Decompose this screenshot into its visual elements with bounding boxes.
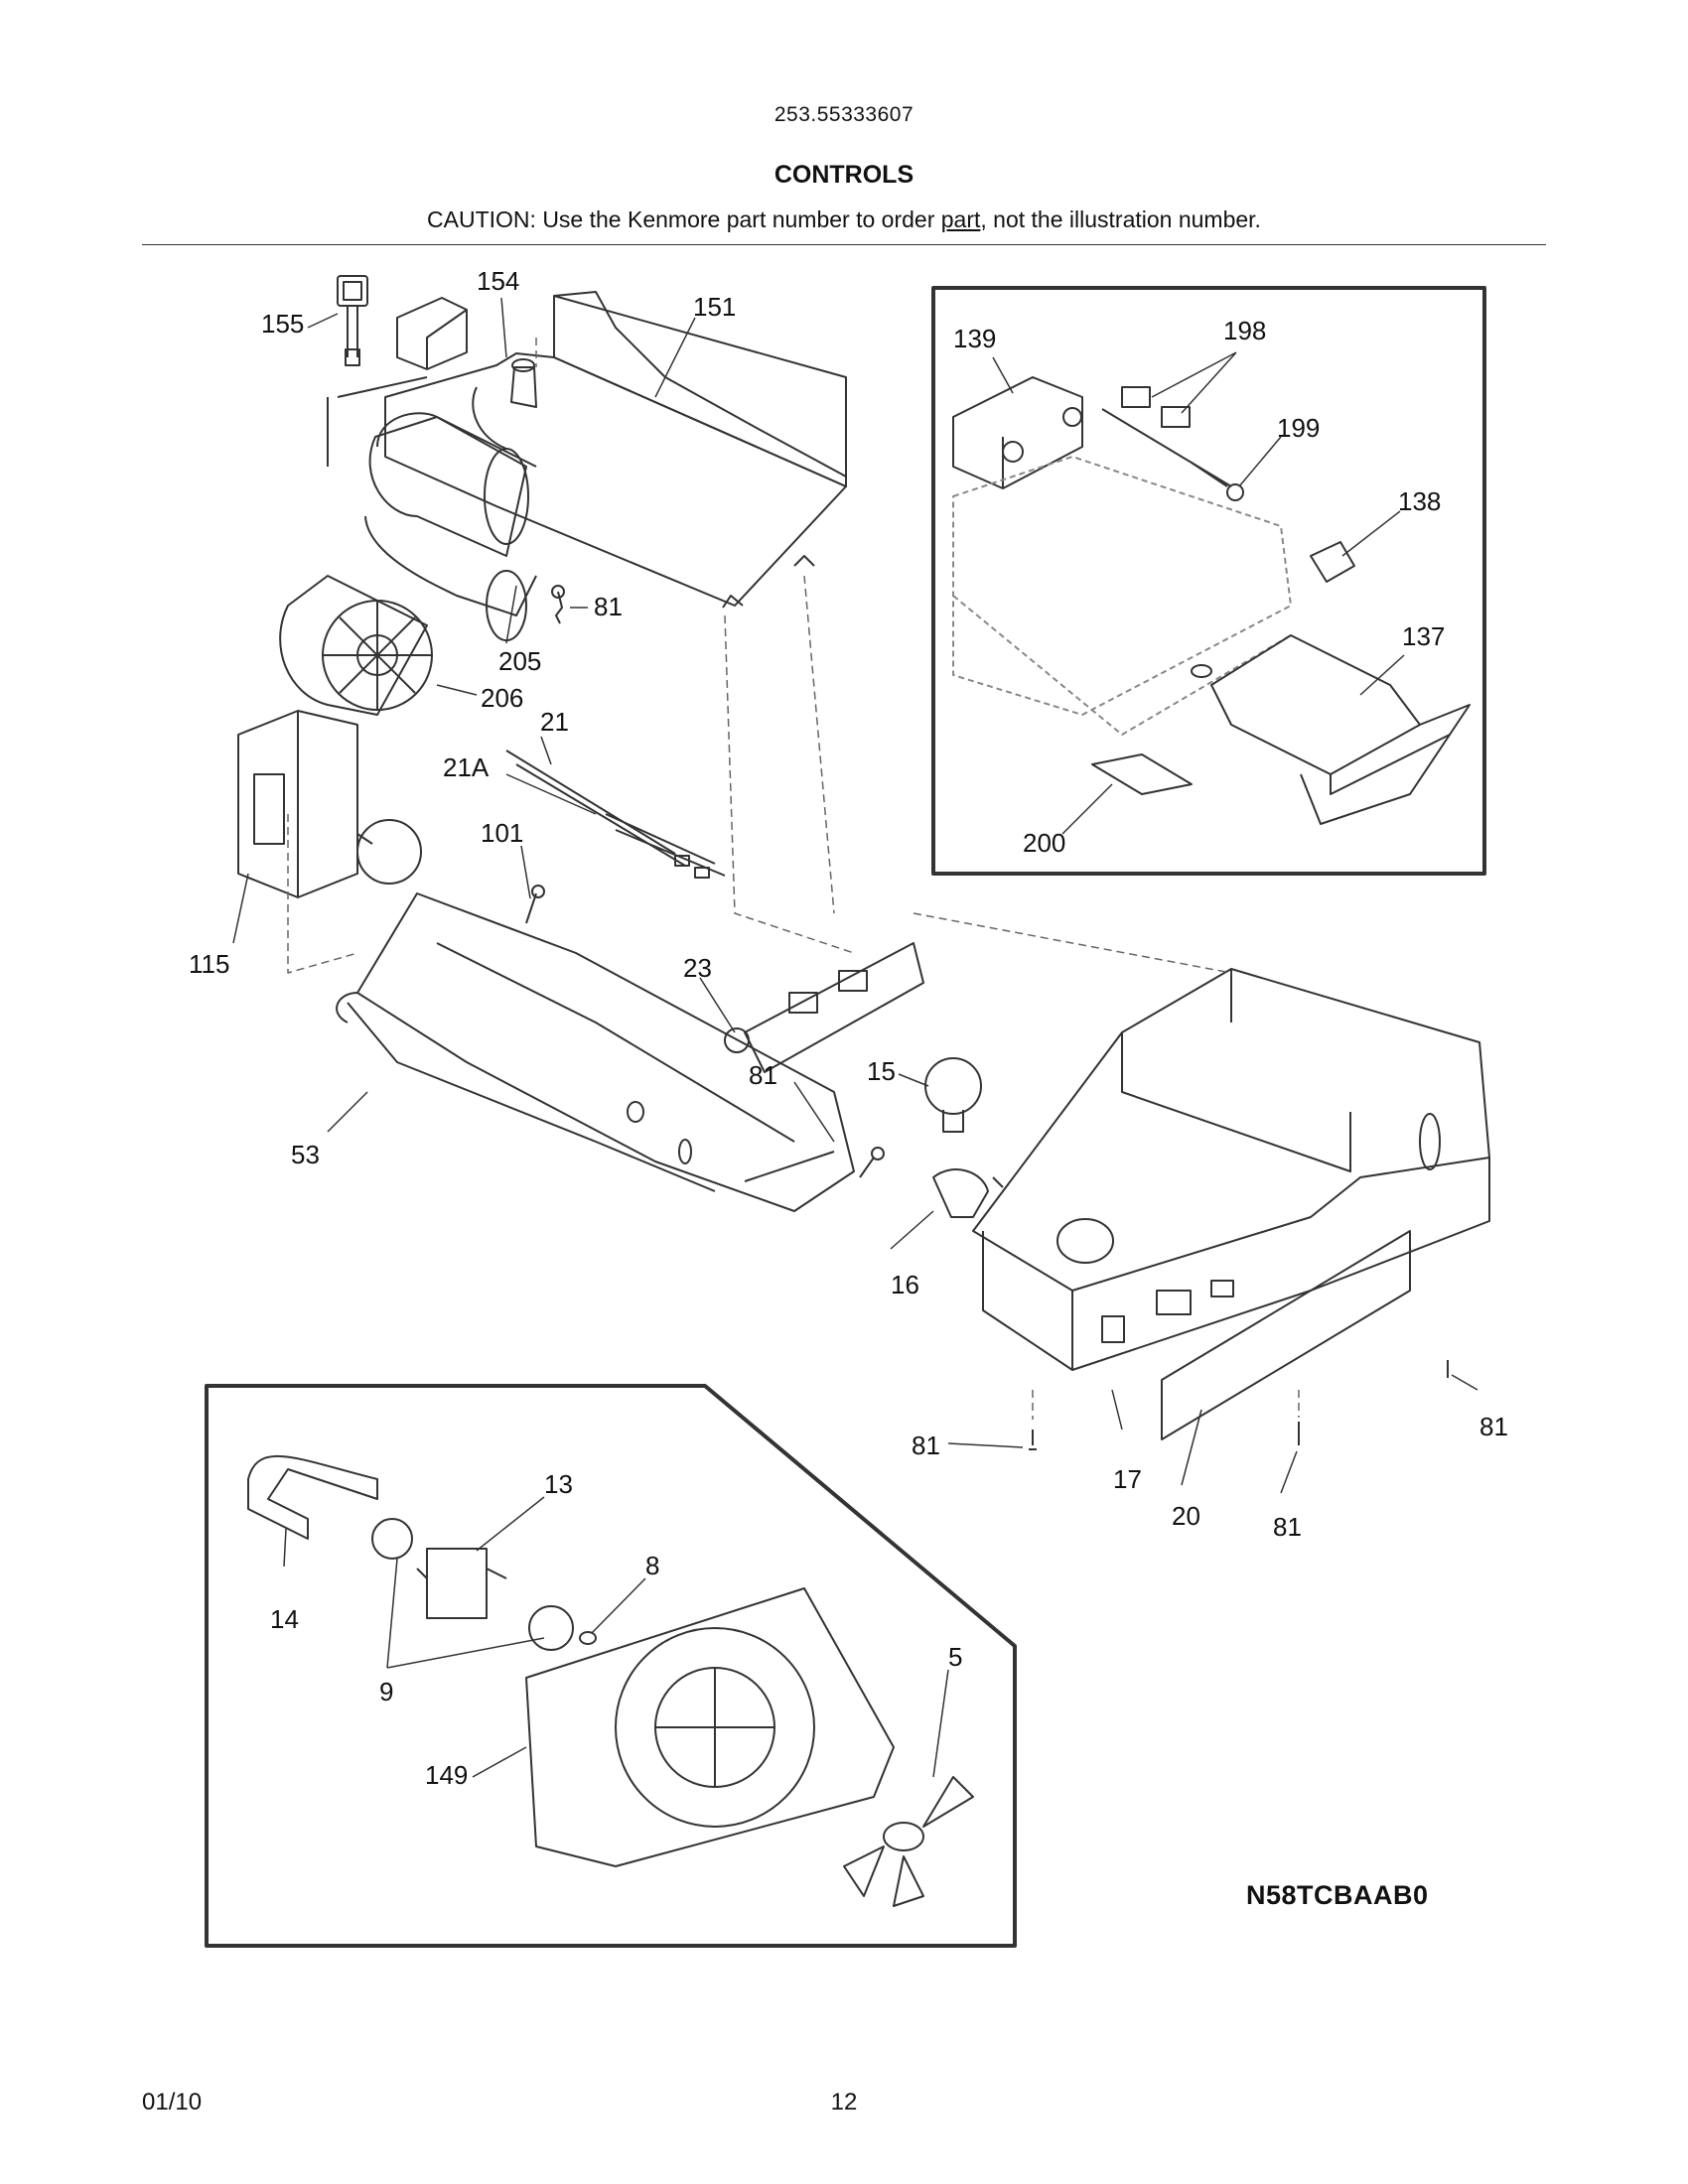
part-154-bracket	[396, 297, 537, 408]
callout-155: 155	[261, 309, 304, 339]
callout-20: 20	[1172, 1501, 1200, 1531]
inset-ghost-housing	[952, 456, 1292, 736]
callout-198: 198	[1223, 316, 1266, 345]
part-198-clip-b	[1161, 406, 1191, 428]
callout-137: 137	[1402, 621, 1445, 651]
part-138-tab	[1310, 541, 1355, 583]
part-206-fan-wheel	[279, 575, 433, 716]
callout-149: 149	[425, 1760, 468, 1790]
header-divider	[142, 244, 1546, 245]
callout-151: 151	[693, 292, 736, 322]
callout-13: 13	[544, 1469, 573, 1499]
part-5-fan-blade	[843, 1776, 974, 1907]
callout-199: 199	[1277, 413, 1320, 443]
part-9-grommet-a	[371, 1518, 413, 1560]
part-23-control-board	[724, 942, 924, 1073]
part-13-motor	[416, 1548, 507, 1619]
callout-138: 138	[1398, 486, 1441, 516]
callout-81-c: 81	[912, 1431, 940, 1460]
part-149-shroud	[525, 1587, 895, 1867]
callout-14: 14	[270, 1604, 299, 1634]
callout-115: 115	[189, 949, 229, 979]
callout-139: 139	[953, 324, 996, 353]
part-155-sensor	[337, 275, 368, 366]
caution-suffix: , not the illustration number.	[980, 206, 1261, 232]
part-9-grommet-b	[528, 1605, 574, 1651]
part-21-wire-harness	[505, 750, 726, 879]
part-200-actuator-pad	[1091, 753, 1193, 795]
leader-lines	[232, 297, 1478, 1778]
callout-53: 53	[291, 1140, 320, 1169]
caution-part-link: part	[940, 206, 981, 232]
part-81-screw-a	[551, 585, 565, 624]
callout-16: 16	[891, 1270, 919, 1299]
callout-81-d: 81	[1273, 1512, 1302, 1542]
callout-9: 9	[379, 1677, 393, 1706]
callout-206: 206	[481, 683, 523, 713]
section-title: CONTROLS	[774, 161, 914, 189]
part-101-screw	[525, 885, 545, 924]
callout-8: 8	[645, 1551, 659, 1580]
callout-5: 5	[948, 1642, 962, 1672]
part-151-housing	[384, 291, 847, 609]
callout-17: 17	[1113, 1464, 1142, 1494]
footer-date: 01/10	[142, 2089, 203, 2116]
part-115-control-box	[237, 710, 422, 898]
part-17-housing	[972, 968, 1490, 1371]
callout-81-a: 81	[594, 592, 623, 621]
callout-23: 23	[683, 953, 712, 983]
part-8-washer	[579, 1631, 597, 1645]
callout-101: 101	[481, 818, 523, 848]
part-81-screw-b	[859, 1147, 885, 1178]
callout-205: 205	[498, 646, 541, 676]
callout-200: 200	[1023, 828, 1065, 858]
part-81-screw-c	[1029, 1430, 1037, 1450]
part-139-valve	[952, 376, 1083, 489]
callout-81-e: 81	[1479, 1412, 1508, 1441]
part-16-socket	[932, 1168, 1004, 1218]
callout-81-b: 81	[749, 1060, 777, 1090]
part-137-paddle	[1191, 634, 1471, 825]
caution-note: CAUTION: Use the Kenmore part number to …	[0, 206, 1688, 233]
callout-21: 21	[540, 707, 569, 737]
part-14-bracket	[247, 1455, 378, 1540]
callout-15: 15	[867, 1056, 896, 1086]
part-199-spring-rod	[1101, 408, 1244, 501]
part-53-cover	[336, 892, 855, 1212]
part-198-clip-a	[1121, 386, 1151, 408]
callout-21a: 21A	[443, 752, 490, 782]
diagram-code: N58TCBAAB0	[1246, 1880, 1429, 1910]
alignment-lines	[287, 338, 1300, 1420]
model-number: 253.55333607	[774, 103, 914, 126]
inset-box-fan-motor	[205, 1384, 1017, 1948]
part-15-bulb	[924, 1057, 982, 1133]
part-20-bezel	[1161, 1230, 1411, 1440]
footer-page-number: 12	[830, 2089, 858, 2116]
callout-154: 154	[477, 266, 519, 296]
caution-prefix: CAUTION: Use the Kenmore part number to …	[427, 206, 941, 232]
inset-box-dispenser-actuator	[931, 286, 1486, 876]
